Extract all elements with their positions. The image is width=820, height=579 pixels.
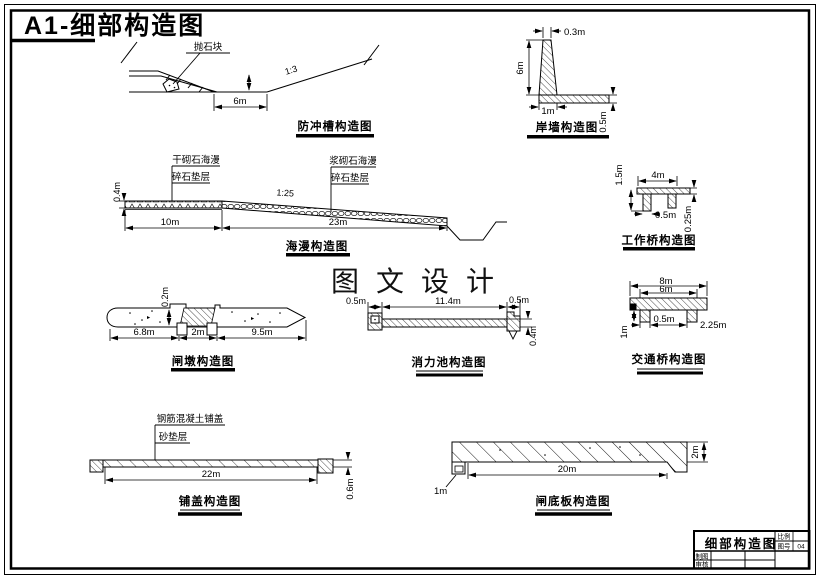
- title-anti-scour-trough: 防冲槽构造图: [298, 119, 373, 133]
- label-dry-masonry: 干砌石海漫: [172, 154, 220, 166]
- slope-1-25-label: 1:25: [276, 187, 294, 198]
- title-apron: 海漫构造图: [286, 239, 349, 253]
- dim-blanket-length: 22m: [202, 469, 221, 480]
- dim-pier-mid: 2m: [191, 327, 204, 338]
- dim-pier-right: 9.5m: [251, 327, 272, 338]
- title-blanket: 铺盖构造图: [179, 494, 242, 508]
- title-block-scale-label: 比例: [778, 532, 791, 541]
- title-gate-pier: 闸墩构造图: [172, 354, 235, 368]
- dim-bridge-leg: 0.5m: [655, 210, 676, 221]
- dim-basin-mid: 11.4m: [435, 296, 461, 307]
- dim-tbridge-inner: 6m: [659, 284, 672, 295]
- title-block: [693, 530, 811, 570]
- dim-tbridge-spacing: 2.25m: [700, 320, 726, 331]
- dim-basin-left: 0.5m: [346, 296, 366, 306]
- label-rc-blanket: 钢筋混凝土铺盖: [157, 413, 224, 425]
- pier-concrete-dots: [129, 310, 281, 325]
- dim-apron-thickness: 0.4m: [112, 182, 122, 202]
- dim-wall-height: 6m: [515, 61, 526, 74]
- dim-trough-width: 6m: [233, 96, 246, 107]
- drawing-gate-pier: [106, 303, 307, 372]
- dim-tbridge-height: 1m: [619, 325, 630, 338]
- title-block-name: 细部构造图: [705, 536, 778, 551]
- dim-basin-thickness: 0.4m: [528, 326, 538, 346]
- title-bottom-slab: 闸底板构造图: [536, 494, 611, 508]
- riprap-label: 抛石块: [194, 41, 223, 53]
- dim-slab-length: 20m: [558, 464, 577, 475]
- dim-pier-step: 0.2m: [160, 287, 170, 307]
- label-cushion-right: 碎石垫层: [331, 172, 369, 184]
- label-sand-cushion: 砂垫层: [159, 431, 188, 443]
- dim-slab-notch: 1m: [434, 486, 447, 497]
- dim-wall-stem: 1m: [541, 106, 554, 117]
- label-cushion-left: 碎石垫层: [172, 171, 210, 183]
- dim-bridge-height: 1.5m: [614, 164, 625, 185]
- title-block-no-label: 图号: [778, 543, 792, 551]
- drawing-anti-scour-trough: [120, 41, 380, 138]
- dim-bridge-span: 4m: [651, 170, 664, 181]
- title-block-check-label: 审核: [696, 560, 710, 569]
- watermark-text: 图 文 设 计: [331, 266, 499, 298]
- dim-apron-flat: 10m: [161, 217, 180, 228]
- dim-bridge-deck: 0.25m: [683, 206, 694, 232]
- drawing-stilling-basin: [367, 299, 532, 377]
- dim-wall-top: 0.3m: [564, 27, 585, 38]
- title-block-no-value: 04: [797, 544, 805, 551]
- title-stilling-basin: 消力池构造图: [412, 355, 487, 369]
- sheet-frame: [4, 4, 816, 575]
- dim-apron-slope: 23m: [329, 217, 348, 228]
- title-traffic-bridge: 交通桥构造图: [632, 352, 707, 366]
- title-work-bridge: 工作桥构造图: [622, 233, 697, 247]
- drawing-apron: [119, 165, 507, 257]
- drawing-bottom-slab: [445, 441, 708, 516]
- dim-basin-right: 0.5m: [509, 295, 529, 305]
- page-title: A1-细部构造图: [24, 11, 205, 40]
- drawing-traffic-bridge: [629, 281, 708, 375]
- slab-concrete-dots: [499, 446, 641, 456]
- dim-tbridge-top: 8m: [659, 276, 672, 287]
- drawing-work-bridge: [623, 176, 697, 251]
- dim-pier-left: 6.8m: [133, 327, 154, 338]
- dim-blanket-thickness: 0.6m: [345, 478, 356, 499]
- title-bank-wall: 岸墙构造图: [536, 120, 599, 134]
- drawing-blanket: [89, 424, 352, 516]
- dim-wall-base: 0.5m: [598, 111, 609, 132]
- dim-tbridge-leg: 0.5m: [653, 314, 674, 325]
- label-mortar-masonry: 浆砌石海漫: [329, 155, 377, 167]
- title-block-draw-label: 制图: [696, 552, 709, 561]
- dim-slab-thickness: 2m: [690, 445, 701, 458]
- slope-1-3-label: 1:3: [284, 64, 299, 77]
- drawing-bank-wall: [526, 27, 617, 139]
